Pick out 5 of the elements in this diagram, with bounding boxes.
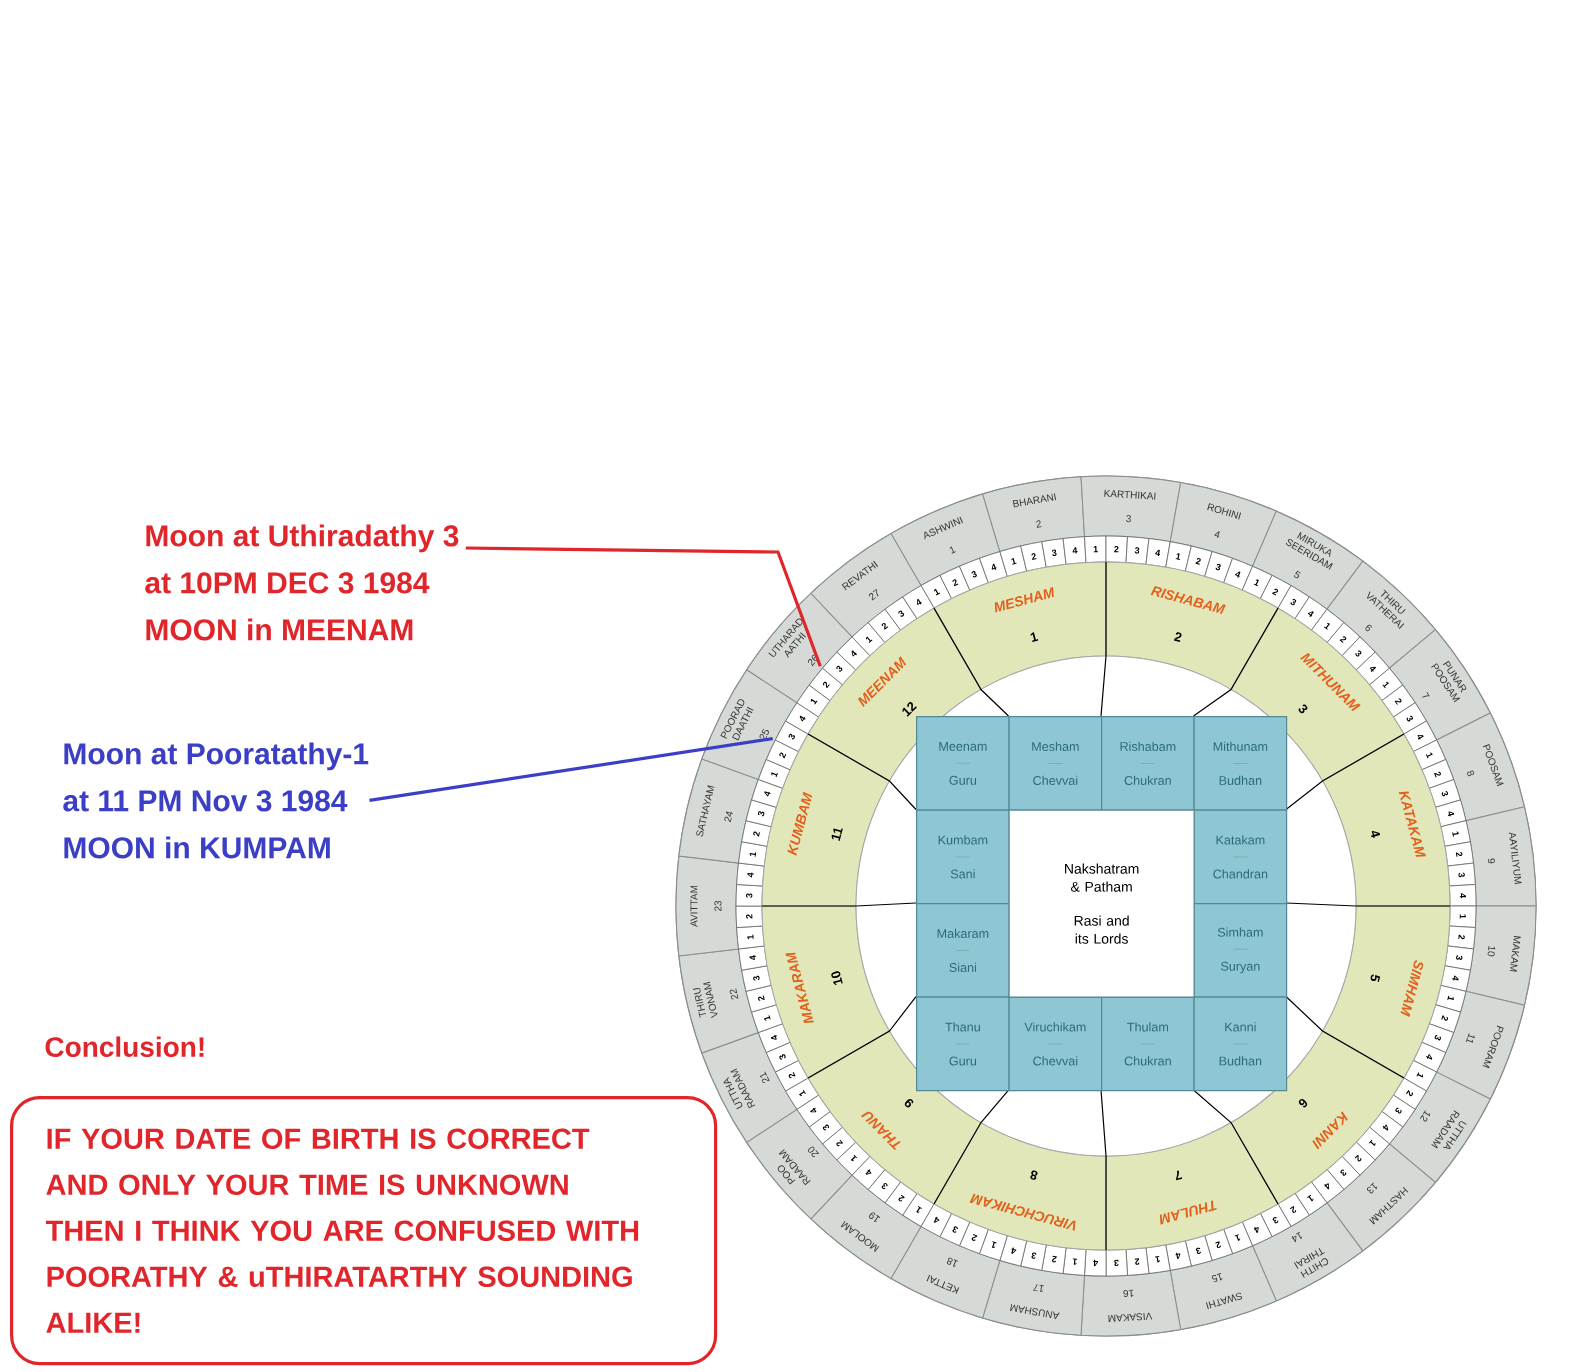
leader-line	[369, 737, 773, 802]
leader-line	[465, 546, 822, 667]
node-label: Conclusion!	[45, 1036, 204, 1057]
annotation-text: Moon at Uthiradathy 3 at 10PM DEC 3 1984 MOON in MEENAM	[145, 524, 459, 641]
annotation-text: Moon at Pooratathy-1 at 11 PM Nov 3 1984 MOON in KUMPAM	[63, 742, 369, 859]
